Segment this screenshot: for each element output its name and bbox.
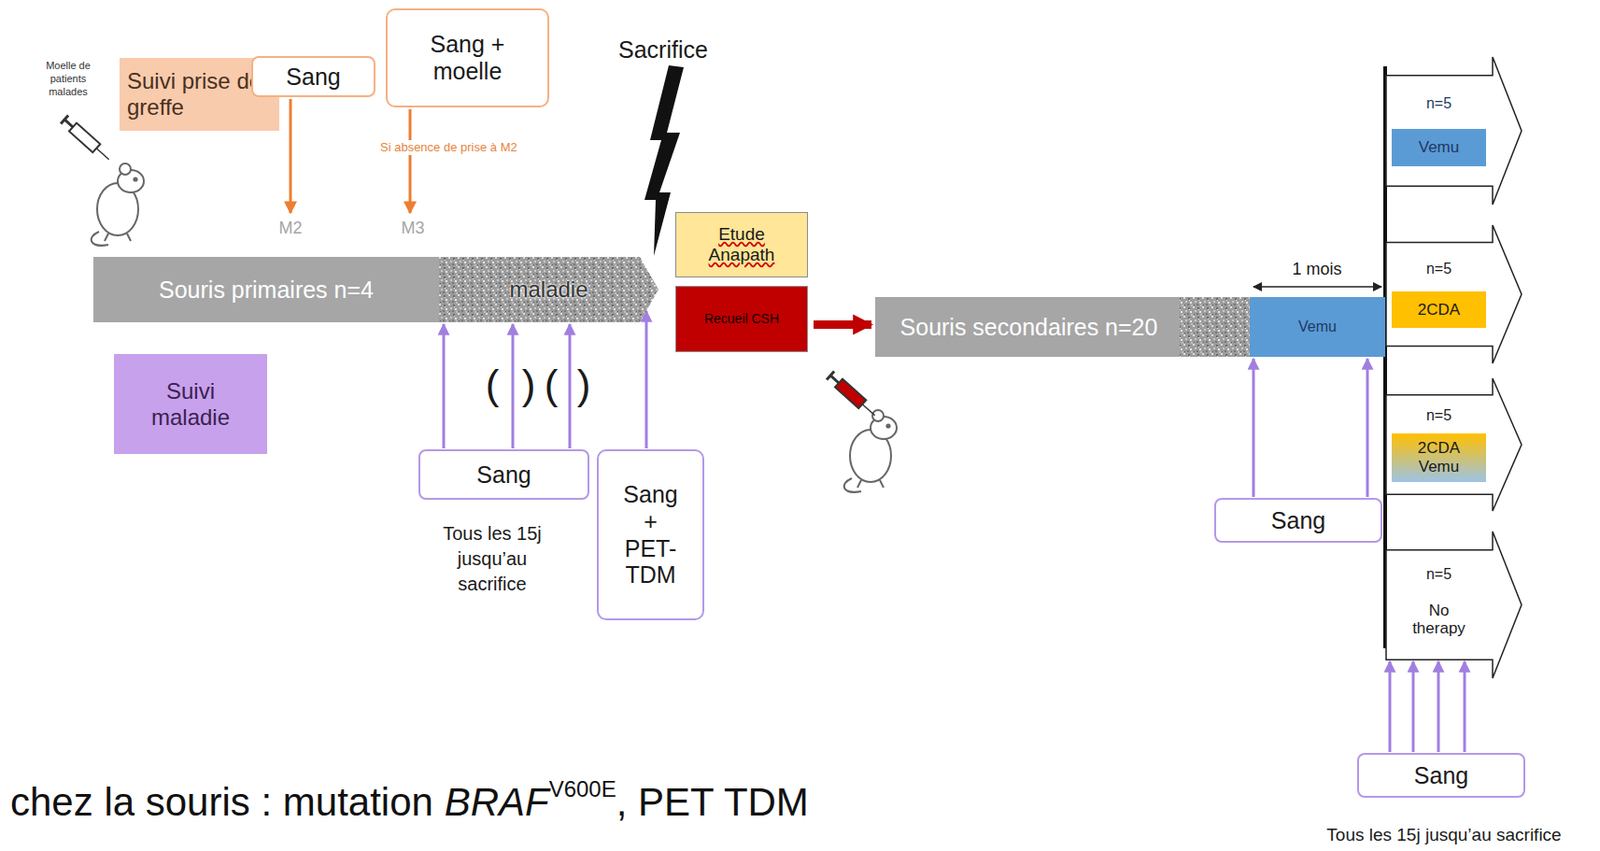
group-arrow: n=5 No therapy xyxy=(1385,530,1523,680)
duration-label: 1 mois xyxy=(1270,259,1364,281)
note: Si absence de prise à M2 xyxy=(377,140,521,156)
node-label: Sang xyxy=(1271,507,1326,535)
time-point: M3 xyxy=(394,218,432,240)
treatment-label: No therapy xyxy=(1391,595,1487,644)
note: Tous les 15j jusqu’au sacrifice xyxy=(431,521,553,597)
treatment-label: 2CDA Vemu xyxy=(1391,433,1487,482)
arrow-content: n=5Vemu xyxy=(1391,79,1487,183)
group-size: n=5 xyxy=(1426,95,1452,113)
event-label: Sacrifice xyxy=(618,35,708,64)
connector-arrow xyxy=(511,324,515,449)
syringe-icon xyxy=(826,371,879,421)
block-arrow xyxy=(1386,531,1522,679)
connector-arrow xyxy=(1388,661,1392,752)
sample-box: Sang xyxy=(1214,497,1383,543)
group-arrow: n=5Vemu xyxy=(1385,56,1523,206)
syringe-icon xyxy=(60,115,114,165)
node-label: Recueil CSH xyxy=(704,311,779,326)
connector-arrow xyxy=(568,324,572,449)
bracket: ( xyxy=(541,360,561,411)
connector-arrow xyxy=(1463,661,1467,752)
caption-part: chez la souris : mutation xyxy=(10,779,434,824)
sample-box: Sang xyxy=(1357,752,1526,798)
sample-box: Sang xyxy=(418,449,590,500)
bracket: ( xyxy=(482,360,502,411)
connector-arrow xyxy=(1252,358,1256,497)
block-arrow xyxy=(1386,56,1522,205)
arrow-content: n=5 2CDA xyxy=(1391,246,1487,343)
textured-end xyxy=(1179,297,1250,357)
sample-box: Sang xyxy=(251,56,376,98)
time-point: M2 xyxy=(271,218,310,240)
block-arrow xyxy=(1386,225,1522,364)
note: Tous les 15j jusqu’au sacrifice xyxy=(1294,824,1594,847)
group-arrow: n=5 2CDA xyxy=(1385,224,1523,365)
node-label: Sang + moelle xyxy=(416,30,520,85)
arrow-content: n=5 No therapy xyxy=(1391,553,1487,657)
node-label: Sang xyxy=(476,461,531,489)
treatment-box: Vemu xyxy=(1249,297,1386,357)
bracket: ) xyxy=(574,360,594,411)
bracket: ) xyxy=(519,360,539,411)
node-label: Vemu xyxy=(1298,318,1337,336)
timeline-band: Souris secondaires n=20 xyxy=(875,297,1250,357)
textured-arrow xyxy=(438,256,659,323)
group-size: n=5 xyxy=(1426,566,1452,583)
caption-line: chez la souris : mutationBRAFV600E, PET … xyxy=(10,778,809,826)
node-label: Sang + PET-TDM xyxy=(622,481,680,589)
harvest-box: Recueil CSH xyxy=(675,285,808,353)
group-size: n=5 xyxy=(1426,407,1452,425)
band-fill xyxy=(875,297,1180,357)
node-shape xyxy=(1385,530,1523,680)
mouse-icon xyxy=(844,410,897,493)
node-label: Suivi prise de greffe xyxy=(127,68,272,120)
sample-box: Sang + moelle xyxy=(385,8,550,108)
node-label: Suivi maladie xyxy=(139,378,242,430)
treatment-label: 2CDA xyxy=(1391,291,1487,329)
connector-arrow xyxy=(442,324,446,449)
node-label: Souris primaires n=4 xyxy=(158,276,374,304)
study-box: Etude Anapath xyxy=(675,212,808,278)
connector-arrow xyxy=(1412,661,1416,752)
node-label: Sang xyxy=(1414,762,1469,790)
sample-box: Sang + PET-TDM xyxy=(596,449,705,621)
disease-arrow: maladie xyxy=(438,256,659,323)
connector-arrow xyxy=(1366,358,1370,497)
node-label: Souris secondaires n=20 xyxy=(900,313,1159,341)
block-arrow xyxy=(1386,378,1522,511)
mutation-name: V600E xyxy=(549,776,617,802)
duration-arrow xyxy=(1253,285,1382,288)
connector-arrow xyxy=(1437,661,1441,752)
orange-arrow xyxy=(289,99,293,213)
orange-arrow xyxy=(409,109,412,213)
connector-arrow xyxy=(813,320,872,329)
note: Moelle de patients malades xyxy=(37,59,100,99)
node-label: maladie xyxy=(509,276,588,303)
treatment-label: Vemu xyxy=(1391,128,1487,167)
gene-name: BRAF xyxy=(444,779,550,824)
mouse-icon xyxy=(91,163,144,246)
timeline-band: Souris primaires n=4 xyxy=(93,256,439,323)
node-label: Etude Anapath xyxy=(699,224,784,266)
arrow-content: n=5 2CDA Vemu xyxy=(1391,398,1487,492)
group-size: n=5 xyxy=(1426,260,1452,278)
phase-box: Suivi maladie xyxy=(113,353,268,454)
connector-arrow xyxy=(645,311,649,449)
caption-part: , PET TDM xyxy=(616,779,809,824)
node-label: Sang xyxy=(285,63,340,91)
group-arrow: n=5 2CDA Vemu xyxy=(1385,377,1523,512)
